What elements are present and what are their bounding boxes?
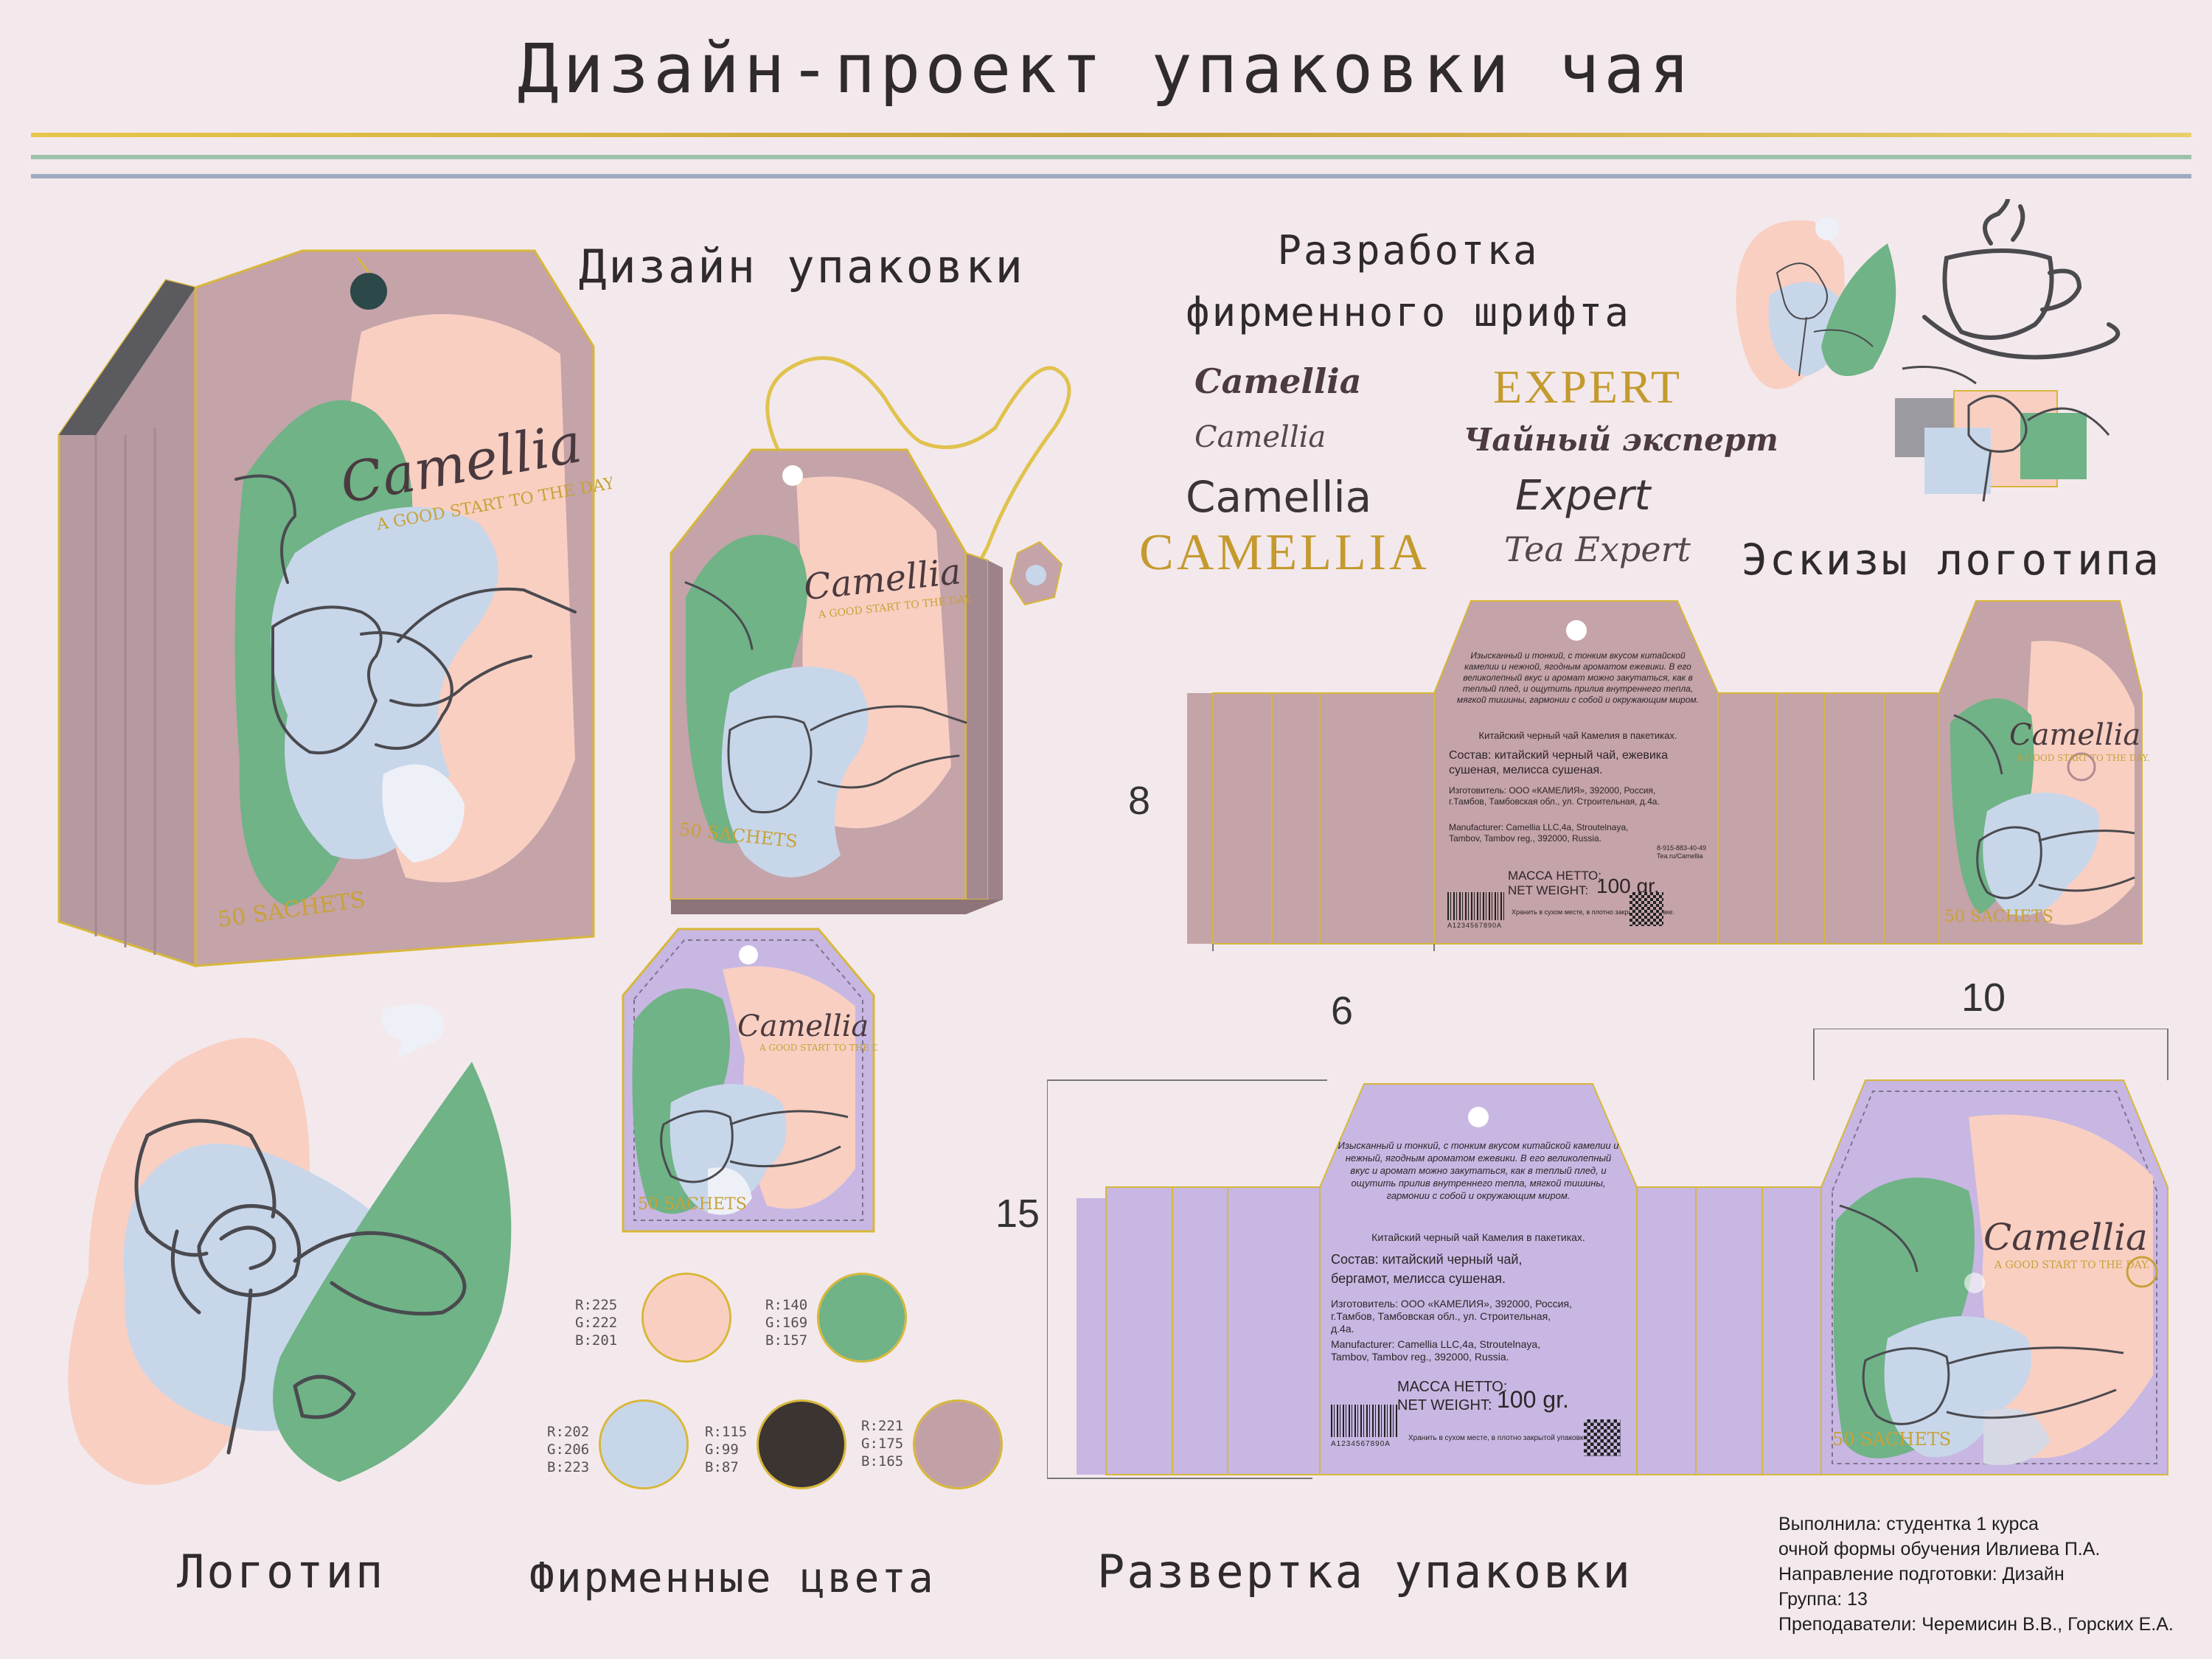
svg-text:Camellia: Camellia xyxy=(2009,718,2140,752)
dim-front-10: 10 xyxy=(1961,975,2006,1020)
pink-contact: 8-915-883-40-49 Tea.ru/Camellia xyxy=(1657,844,1707,860)
pink-barcode-number: A1234567890A xyxy=(1447,922,1503,929)
swatch-4 xyxy=(757,1399,846,1489)
font-sample-expert-2: Чайный эксперт xyxy=(1464,422,1778,458)
svg-text:50 SACHETS: 50 SACHETS xyxy=(638,1195,747,1214)
author-line-3: Направление подготовки: Дизайн xyxy=(1778,1564,2065,1585)
logo-main xyxy=(68,1004,512,1485)
dim-height-8: 8 xyxy=(1128,779,1151,823)
swatch-1 xyxy=(641,1273,731,1363)
caption-unfolding: Развертка упаковки xyxy=(1097,1545,1632,1599)
font-sample-expert-1: EXPERT xyxy=(1493,361,1682,413)
font-sample-camellia-1: Camellia xyxy=(1194,361,1362,401)
page-title: Дизайн-проект упаковки чая xyxy=(517,29,1695,108)
unfold-lilac: Camellia A GOOD START TO THE DAY. 50 SAC… xyxy=(995,1029,2183,1500)
author-info: Выполнила: студентка 1 курса очной формы… xyxy=(1778,1512,2174,1637)
swatch-label-5: R:221 G:175 B:165 xyxy=(861,1418,904,1470)
lilac-description: Изысканный и тонкий, с тонким вкусом кит… xyxy=(1338,1140,1619,1201)
caption-logo: Логотип xyxy=(177,1545,386,1599)
lilac-maker-en: Manufacturer: Camellia LLC,4a, Strouteln… xyxy=(1331,1338,1541,1363)
author-line-2: очной формы обучения Ивлиева П.А. xyxy=(1778,1539,2101,1559)
caption-logo-sketches: Эскизы логотипа xyxy=(1742,535,2161,585)
svg-text:50 SACHETS: 50 SACHETS xyxy=(1944,908,2053,926)
svg-text:A GOOD START TO THE DAY.: A GOOD START TO THE DAY. xyxy=(2016,753,2149,763)
pink-weight-en: NET WEIGHT: xyxy=(1508,883,1589,897)
svg-text:A GOOD START TO THE DAY.: A GOOD START TO THE DAY. xyxy=(1994,1259,2150,1271)
font-sample-camellia-2: Camellia xyxy=(1194,420,1326,454)
caption-package-design: Дизайн упаковки xyxy=(579,240,1025,293)
caption-brand-colors: Фирменные цвета xyxy=(529,1554,936,1602)
lilac-barcode-number: A1234567890A xyxy=(1331,1440,1391,1448)
lilac-product: Китайский черный чай Камелия в пакетиках… xyxy=(1371,1231,1585,1243)
author-line-1: Выполнила: студентка 1 курса xyxy=(1778,1514,2039,1534)
svg-text:Camellia: Camellia xyxy=(737,1009,869,1043)
lilac-pack-front: Camellia A GOOD START TO THE DAY. 50 SAC… xyxy=(622,928,877,1233)
caption-font-development: Разработка фирменного шрифта xyxy=(1186,227,1631,335)
lilac-weight-en: NET WEIGHT: xyxy=(1397,1397,1492,1413)
blue-rule xyxy=(31,174,2191,178)
svg-text:Camellia: Camellia xyxy=(1983,1216,2148,1259)
swatch-2 xyxy=(817,1273,907,1363)
lilac-weight: 100 gr. xyxy=(1497,1386,1569,1413)
green-rule xyxy=(31,155,2191,159)
pink-product: Китайский черный чай Камелия в пакетиках… xyxy=(1478,730,1677,741)
swatch-3 xyxy=(599,1399,689,1489)
swatch-5 xyxy=(913,1399,1003,1489)
pink-description: Изысканный и тонкий, с тонким вкусом кит… xyxy=(1457,650,1699,705)
svg-text:50 SACHETS: 50 SACHETS xyxy=(1832,1429,1951,1450)
lilac-maker-ru: Изготовитель: ООО «КАМЕЛИЯ», 392000, Рос… xyxy=(1331,1298,1572,1335)
lilac-barcode xyxy=(1331,1405,1397,1437)
tea-box-medium: Camellia A GOOD START TO THE DAY. 50 SAC… xyxy=(669,356,1071,914)
pink-storage: Хранить в сухом месте, в плотно закрытой… xyxy=(1512,908,1675,916)
pink-maker-en: Manufacturer: Camellia LLC,4a, Strouteln… xyxy=(1449,822,1629,844)
pink-qr-code xyxy=(1630,892,1663,926)
tea-box-large: Camellia A GOOD START TO THE DAY. 50 SAC… xyxy=(58,249,612,968)
lilac-storage: Хранить в сухом месте, в плотно закрытой… xyxy=(1408,1434,1590,1442)
author-line-5: Преподаватели: Черемисин В.В., Горских Е… xyxy=(1778,1614,2174,1635)
logo-sketches xyxy=(1736,199,2121,502)
pink-maker-ru: Изготовитель: ООО «КАМЕЛИЯ», 392000, Рос… xyxy=(1449,785,1660,807)
font-sample-expert-3: Expert xyxy=(1515,472,1651,520)
dim-height-15: 15 xyxy=(995,1192,1040,1236)
lilac-qr-code xyxy=(1584,1419,1621,1456)
swatch-label-4: R:115 G:99 B:87 xyxy=(705,1424,748,1475)
swatch-label-1: R:225 G:222 B:201 xyxy=(575,1297,618,1349)
swatch-label-2: R:140 G:169 B:157 xyxy=(765,1297,808,1349)
dim-width-6: 6 xyxy=(1331,989,1354,1033)
author-line-4: Группа: 13 xyxy=(1778,1589,1868,1610)
pink-composition: Состав: китайский черный чай, ежевика су… xyxy=(1449,749,1669,776)
font-sample-camellia-3: Camellia xyxy=(1186,472,1372,522)
svg-text:A GOOD START TO THE DAY.: A GOOD START TO THE DAY. xyxy=(759,1043,877,1053)
pink-barcode xyxy=(1447,892,1506,920)
pink-weight-ru: МАССА НЕТТО: xyxy=(1508,869,1601,883)
lilac-weight-ru: МАССА НЕТТО: xyxy=(1397,1379,1508,1395)
gold-rule xyxy=(31,133,2191,137)
font-sample-camellia-4: CAMELLIA xyxy=(1139,524,1430,581)
lilac-composition: Состав: китайский черный чай, бергамот, … xyxy=(1331,1252,1523,1286)
swatch-label-3: R:202 G:206 B:223 xyxy=(547,1424,590,1475)
font-sample-expert-4: Tea Expert xyxy=(1504,529,1691,569)
unfold-pink: Camellia A GOOD START TO THE DAY. 50 SAC… xyxy=(1128,590,2149,1033)
